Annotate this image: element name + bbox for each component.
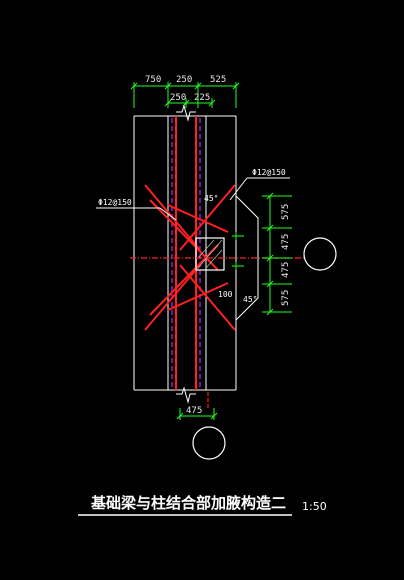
angle-label-lower: 45°	[243, 295, 257, 304]
angle-label-upper: 45°	[204, 194, 218, 203]
top-dimension-chain	[130, 82, 240, 108]
bottom-dimension	[176, 408, 218, 420]
dim-525: 525	[210, 75, 226, 85]
dim-575-lower: 575	[281, 290, 291, 306]
haunch-outline	[235, 195, 259, 321]
inner-offset-label: 100	[218, 290, 233, 299]
rebar-markers	[232, 232, 244, 270]
right-dimension-chain	[262, 192, 292, 316]
dim-225: 225	[194, 93, 210, 103]
axis-bubble-right	[303, 237, 337, 271]
center-block-hatch	[197, 239, 223, 269]
dim-475-upper: 475	[281, 234, 291, 250]
rebar-callout-right: Φ12@150	[252, 168, 286, 177]
center-block	[195, 237, 225, 271]
column-rebar	[175, 116, 197, 390]
dim-250-top: 250	[176, 75, 192, 85]
leader-lines	[96, 177, 290, 221]
dim-475-lower: 475	[281, 262, 291, 278]
dim-575-upper: 575	[281, 204, 291, 220]
column-stirrups	[171, 118, 201, 388]
dim-475-bottom: 475	[186, 406, 202, 416]
column-outline	[133, 104, 237, 404]
dim-250-lower: 250	[170, 93, 186, 103]
dim-750: 750	[145, 75, 161, 85]
rebar-callout-left: Φ12@150	[98, 198, 132, 207]
drawing-scale: 1:50	[302, 500, 327, 513]
drawing-title: 基础梁与柱结合部加腋构造二	[90, 494, 286, 512]
axis-bubble-bottom	[192, 426, 226, 460]
